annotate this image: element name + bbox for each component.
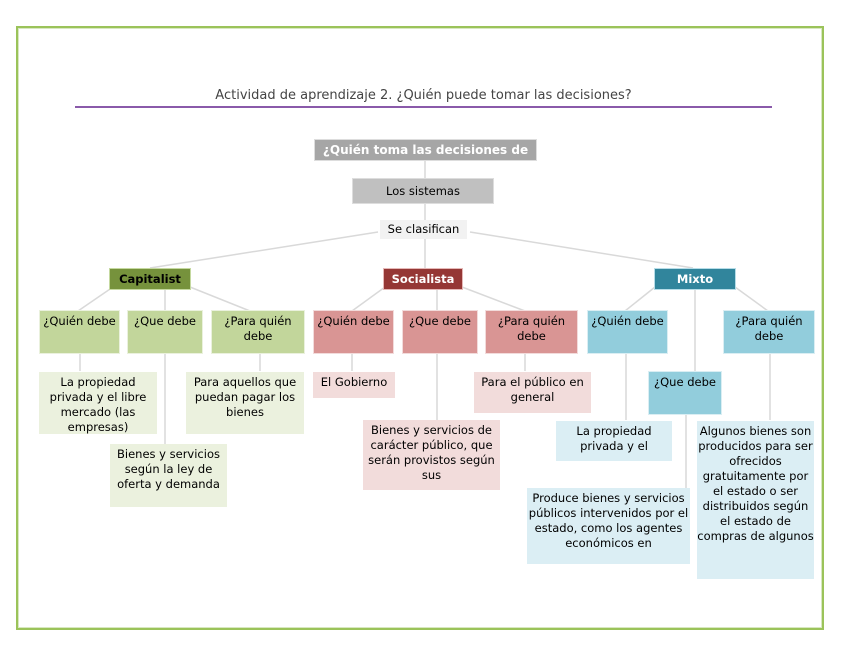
connector (189, 286, 251, 312)
capitalist-question-who: ¿Quién debe (39, 310, 120, 354)
socialista-answer-what: Bienes y servicios de carácter público, … (363, 420, 500, 490)
mixto-answer-for-whom: Algunos bienes son producidos para ser o… (697, 421, 814, 579)
connector (624, 286, 656, 312)
socialista-answer-for-whom: Para el público en general (474, 372, 591, 413)
socialista-question-who: ¿Quién debe (313, 310, 394, 354)
mixto-node: Mixto (654, 268, 736, 290)
systems-node: Los sistemas (352, 178, 494, 204)
connector (77, 286, 114, 312)
classify-node: Se clasifican (380, 220, 467, 239)
capitalist-answer-what: Bienes y servicios según la ley de ofert… (110, 444, 227, 507)
page-frame (16, 26, 824, 630)
capitalist-answer-who: La propiedad privada y el libre mercado … (39, 372, 157, 434)
socialista-question-what: ¿Que debe (402, 310, 478, 354)
capitalist-answer-for-whom: Para aquellos que puedan pagar los biene… (186, 372, 304, 434)
page-title: Actividad de aprendizaje 2. ¿Quién puede… (215, 88, 632, 103)
mixto-question-what: ¿Que debe (648, 371, 722, 415)
mixto-answer-who: La propiedad privada y el (556, 421, 672, 461)
capitalist-node: Capitalist (109, 268, 191, 290)
connector (149, 231, 379, 269)
socialista-question-for-whom: ¿Para quién debe (485, 310, 578, 354)
capitalist-question-for-whom: ¿Para quién debe (211, 310, 305, 354)
socialista-node: Socialista (383, 268, 463, 290)
connector (461, 286, 526, 312)
connector (351, 286, 386, 312)
socialista-answer-who: El Gobierno (313, 372, 395, 398)
root-node: ¿Quién toma las decisiones de (314, 139, 537, 161)
connector (469, 231, 694, 269)
mixto-question-who: ¿Quién debe (587, 310, 668, 354)
mixto-answer-what: Produce bienes y servicios públicos inte… (527, 488, 690, 564)
connector (734, 286, 769, 312)
mixto-question-for-whom: ¿Para quién debe (723, 310, 815, 354)
capitalist-question-what: ¿Que debe (127, 310, 203, 354)
title-divider (75, 106, 772, 108)
